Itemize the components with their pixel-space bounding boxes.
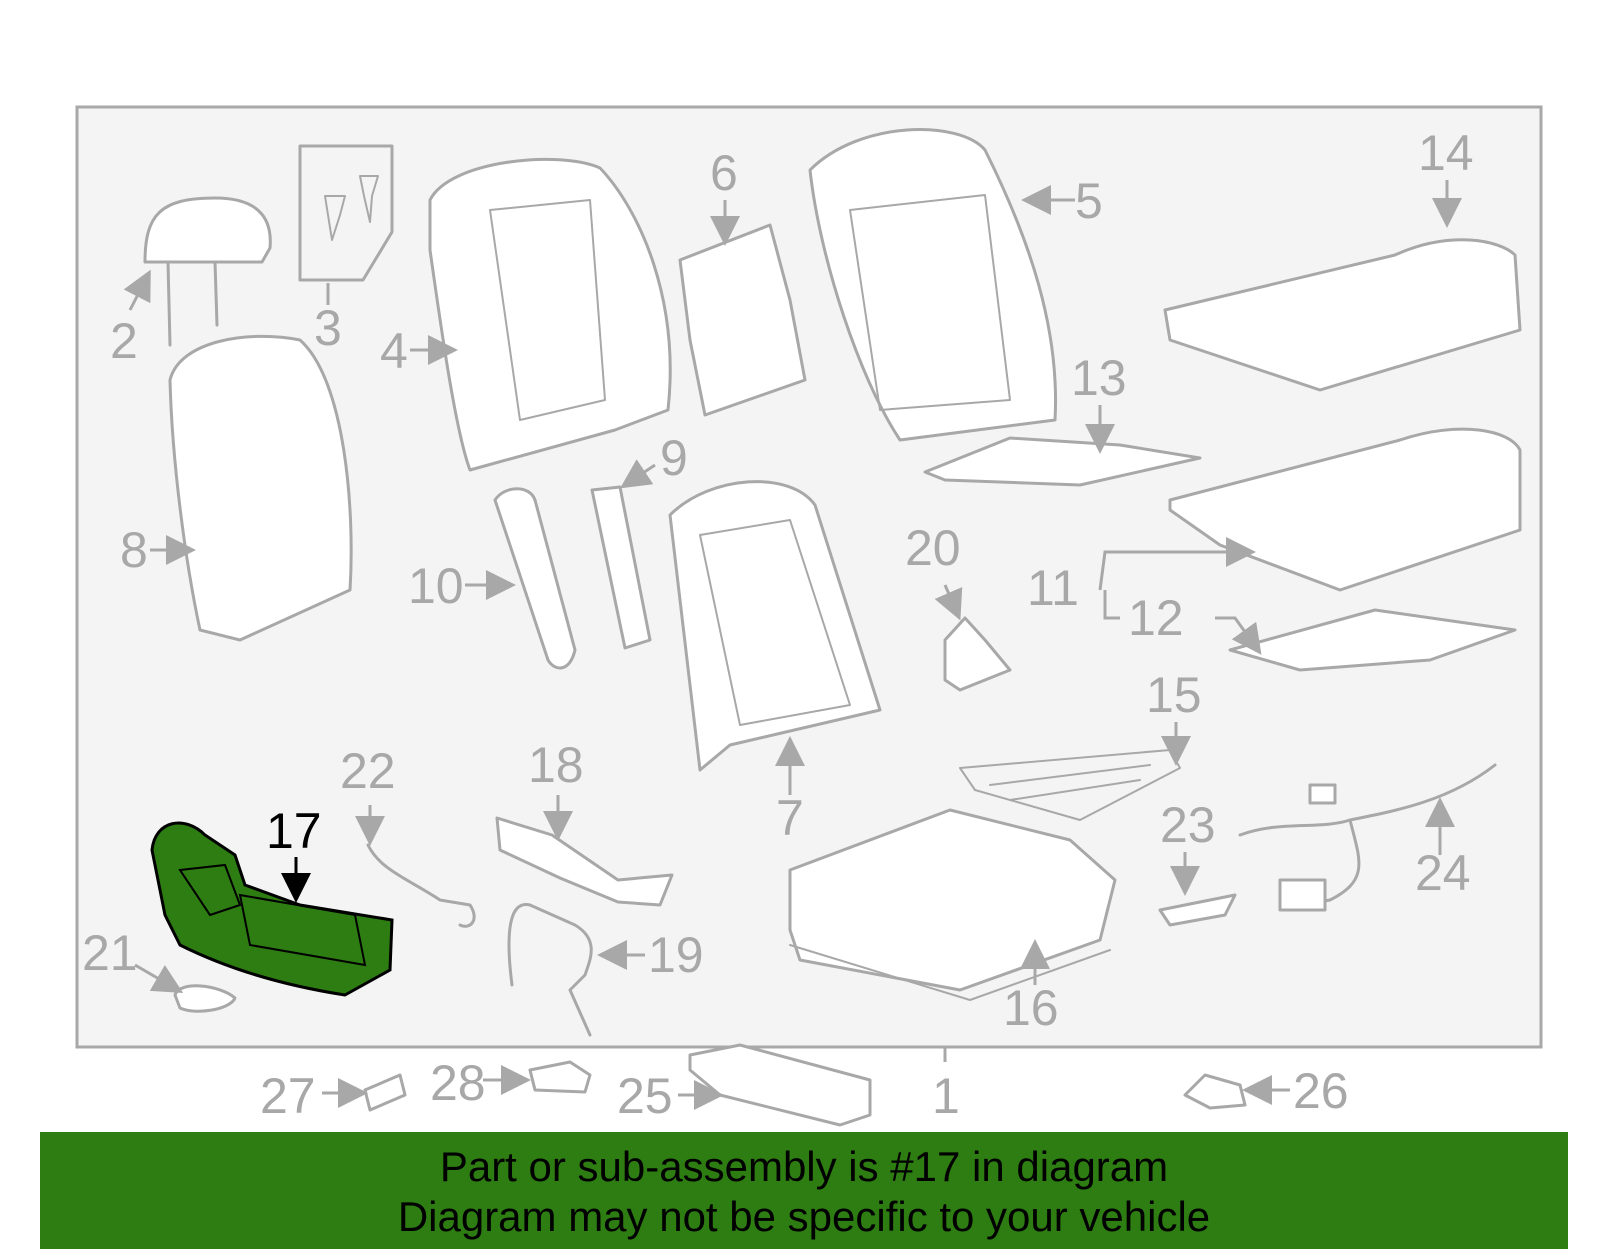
part-24-harness xyxy=(1238,763,1497,912)
leader-lines xyxy=(123,180,1462,1110)
part-21-clip xyxy=(173,984,237,1013)
part-5-back-cover xyxy=(808,128,1058,442)
part-12-pan xyxy=(1228,608,1517,672)
part-17-shield-detail xyxy=(178,863,367,967)
label-27: 27 xyxy=(260,1068,316,1124)
part-19-wire xyxy=(507,903,593,1037)
label-26: 26 xyxy=(1293,1063,1349,1119)
part-9-bolster xyxy=(590,485,652,650)
part-13-heater-pad xyxy=(923,436,1202,487)
label-19: 19 xyxy=(648,927,704,983)
part-22-cable xyxy=(366,843,476,928)
info-banner: Part or sub-assembly is #17 in diagram D… xyxy=(40,1132,1568,1249)
label-28: 28 xyxy=(430,1055,486,1111)
label-22: 22 xyxy=(340,743,396,799)
label-24: 24 xyxy=(1415,845,1471,901)
label-1: 1 xyxy=(932,1068,960,1124)
label-25: 25 xyxy=(617,1068,673,1124)
part-20-cover xyxy=(943,616,1012,692)
label-10: 10 xyxy=(408,558,464,614)
part-4-back-panel xyxy=(428,157,672,472)
banner-line-disclaimer: Diagram may not be specific to your vehi… xyxy=(397,1193,1211,1240)
label-9: 9 xyxy=(660,430,688,486)
part-2-headrest xyxy=(143,196,272,347)
part-11-cushion xyxy=(1168,427,1522,592)
label-8: 8 xyxy=(120,522,148,578)
label-13: 13 xyxy=(1071,350,1127,406)
label-6: 6 xyxy=(710,145,738,201)
label-15: 15 xyxy=(1146,667,1202,723)
label-21: 21 xyxy=(82,925,138,981)
label-4: 4 xyxy=(380,323,408,379)
label-12: 12 xyxy=(1128,590,1184,646)
label-11: 11 xyxy=(1027,560,1079,616)
part-6-pad xyxy=(678,223,807,417)
part-18-bracket xyxy=(495,816,674,907)
part-10-bolster xyxy=(493,487,577,670)
label-23: 23 xyxy=(1160,797,1216,853)
part-23-trim xyxy=(1158,893,1237,927)
part-7-back-frame xyxy=(668,480,882,772)
part-27-clip xyxy=(363,1073,407,1112)
label-3: 3 xyxy=(314,300,342,356)
part-3-guides xyxy=(298,144,394,282)
part-28-clip xyxy=(528,1060,592,1094)
label-18: 18 xyxy=(528,737,584,793)
part-15-springs xyxy=(959,749,1181,821)
label-7: 7 xyxy=(776,790,804,846)
label-5: 5 xyxy=(1075,173,1103,229)
part-8-back-board xyxy=(168,334,353,642)
label-2: 2 xyxy=(110,313,138,369)
part-25-trim-panel xyxy=(688,1043,872,1127)
part-14-cushion-cover xyxy=(1163,238,1522,392)
label-14: 14 xyxy=(1418,125,1474,181)
banner-line-part: Part or sub-assembly is #17 in diagram xyxy=(439,1143,1169,1190)
part-26-clip xyxy=(1183,1073,1247,1110)
label-16: 16 xyxy=(1003,980,1059,1036)
label-17: 17 xyxy=(266,803,322,859)
label-20: 20 xyxy=(905,520,961,576)
